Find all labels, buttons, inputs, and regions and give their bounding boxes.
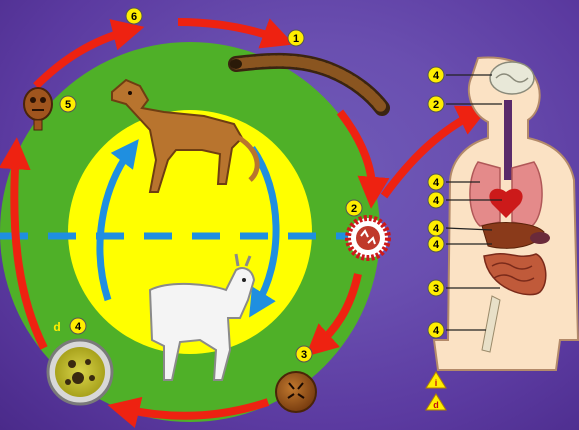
legend-second-text: d xyxy=(433,400,439,410)
badge-brain: 4 xyxy=(428,67,444,83)
badge-liver: 4 xyxy=(428,220,444,236)
oncosphere-icon xyxy=(276,372,316,412)
badge-hydatid-cyst-text: 4 xyxy=(75,321,82,333)
badge-heart-text: 4 xyxy=(433,195,440,207)
badge-mouth-text: 2 xyxy=(433,99,439,111)
badge-lung: 4 xyxy=(428,174,444,190)
badge-egg: 2 xyxy=(346,200,362,216)
organ-badges: 4 2 4 4 4 4 3 4 xyxy=(428,67,444,338)
spleen-icon xyxy=(530,232,550,244)
legend-item-first: i xyxy=(426,372,446,388)
badge-egg-text: 2 xyxy=(351,203,357,215)
badge-oncosphere: 3 xyxy=(296,346,312,362)
badge-liver-text: 4 xyxy=(433,223,440,235)
hydatid-cyst-icon xyxy=(48,340,112,404)
badge-protoscolex-text: 5 xyxy=(65,99,71,111)
badge-heart: 4 xyxy=(428,192,444,208)
badge-adult-worm-text: 1 xyxy=(293,33,299,45)
badge-bone: 4 xyxy=(428,322,444,338)
egg-icon xyxy=(348,218,388,258)
esophagus-icon xyxy=(504,100,512,180)
badge-adult-worm: 1 xyxy=(288,30,304,46)
badge-oncosphere-text: 3 xyxy=(301,349,307,361)
badge-cyst-letter: d xyxy=(53,320,60,334)
legend-item-second: d xyxy=(426,394,446,410)
badge-intestine: 3 xyxy=(428,280,444,296)
legend: i d xyxy=(426,372,446,410)
badge-mouth: 2 xyxy=(428,96,444,112)
badge-spleen: 4 xyxy=(428,236,444,252)
badge-protoscolex: 5 xyxy=(60,96,76,112)
badge-stage-six: 6 xyxy=(126,8,142,24)
red-arrow-6-to-1 xyxy=(178,22,282,40)
legend-first-text: i xyxy=(435,378,438,388)
badge-bone-text: 4 xyxy=(433,325,440,337)
badge-brain-text: 4 xyxy=(433,70,440,82)
badge-stage-six-text: 6 xyxy=(131,11,137,23)
badge-intestine-text: 3 xyxy=(433,283,439,295)
badge-spleen-text: 4 xyxy=(433,239,440,251)
badge-lung-text: 4 xyxy=(433,177,440,189)
